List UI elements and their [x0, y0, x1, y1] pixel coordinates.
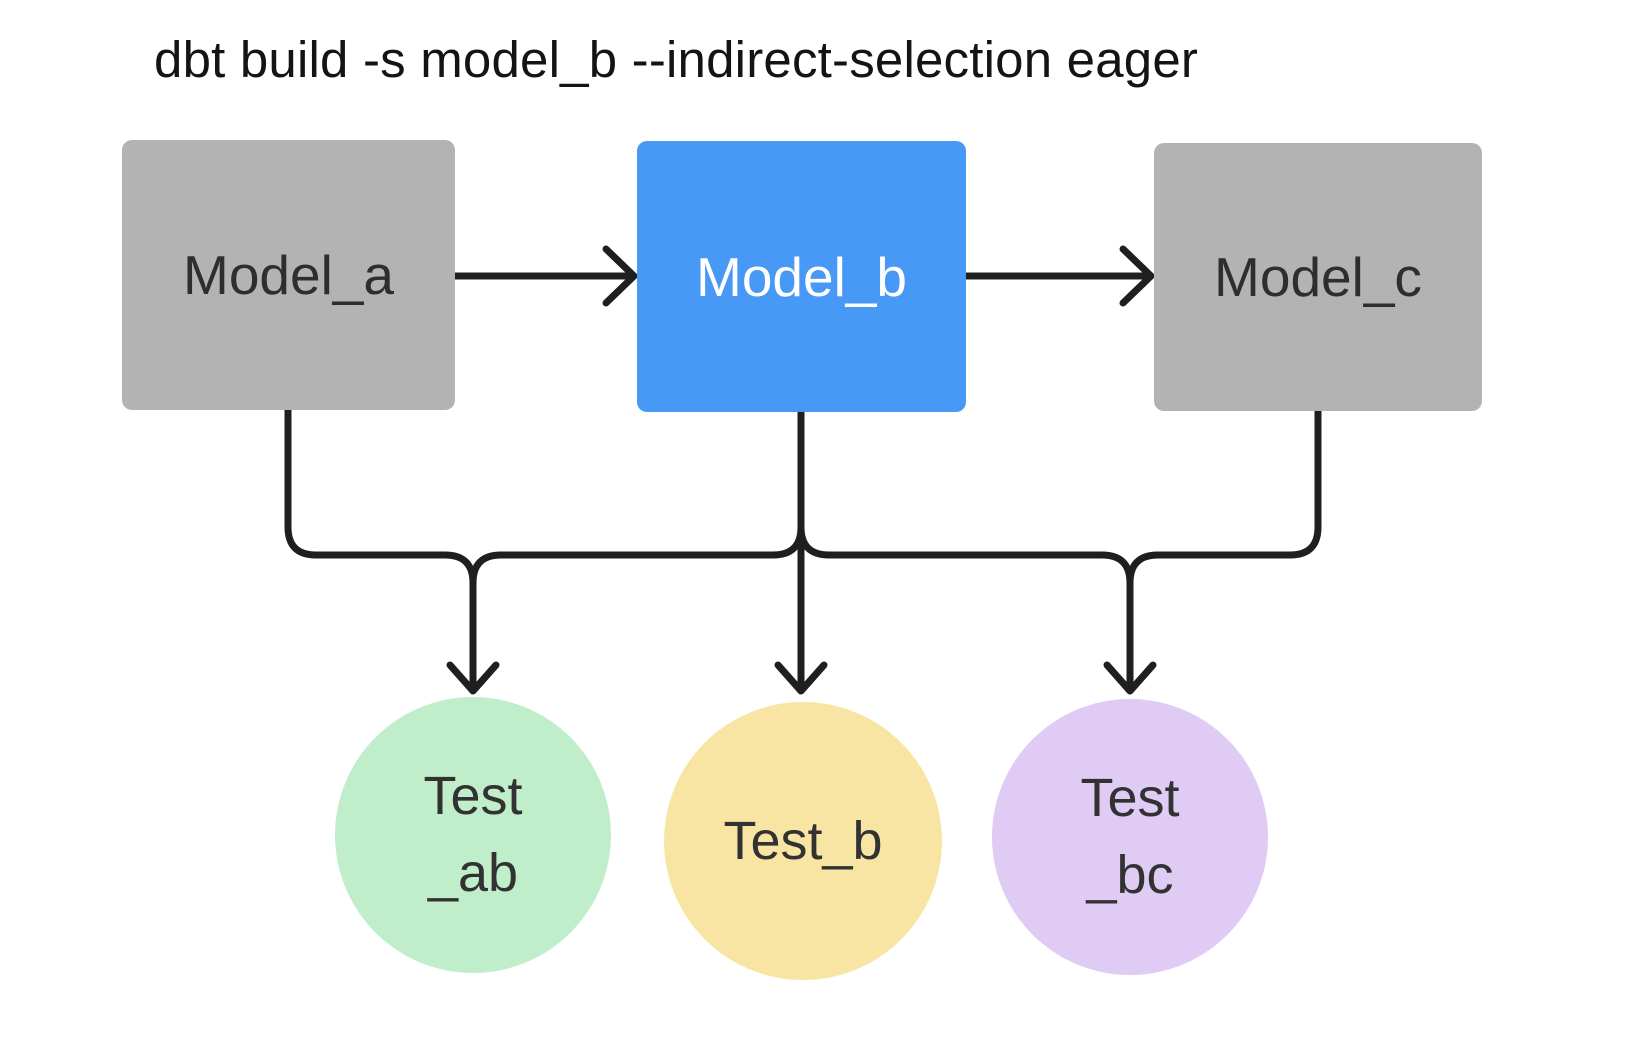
node-test-bc: Test _bc	[992, 699, 1268, 975]
node-test-b: Test_b	[664, 702, 942, 980]
node-model-b: Model_b	[637, 141, 966, 412]
node-test-bc-label-line1: Test	[1080, 768, 1180, 829]
arrowhead-test-ab	[446, 661, 500, 695]
diagram-title: dbt build -s model_b --indirect-selectio…	[154, 31, 1199, 88]
node-model-a: Model_a	[122, 140, 455, 410]
node-model-b-label: Model_b	[696, 245, 907, 308]
node-model-c-label: Model_c	[1214, 246, 1422, 308]
node-test-ab-label-line1: Test	[423, 766, 523, 827]
node-test-b-label-line1: Test_b	[723, 810, 883, 871]
edge-model-b-to-model-c	[962, 245, 1155, 307]
edge-model-a-to-model-b	[451, 245, 638, 307]
node-test-bc-label-line2: _bc	[1086, 845, 1174, 905]
node-model-c: Model_c	[1154, 143, 1482, 411]
node-test-ab-label-line2: _ab	[427, 843, 519, 903]
edge-model-c-to-test-bc	[1126, 402, 1322, 690]
arrowhead-test-b	[774, 661, 828, 695]
edge-model-a-to-test-ab	[284, 402, 477, 690]
arrowhead-test-bc	[1103, 661, 1157, 695]
node-model-a-label: Model_a	[183, 244, 394, 306]
edge-model-b-to-test-bc	[797, 404, 1134, 690]
edge-model-b-to-test-ab	[469, 404, 805, 690]
node-test-ab: Test _ab	[335, 697, 611, 973]
